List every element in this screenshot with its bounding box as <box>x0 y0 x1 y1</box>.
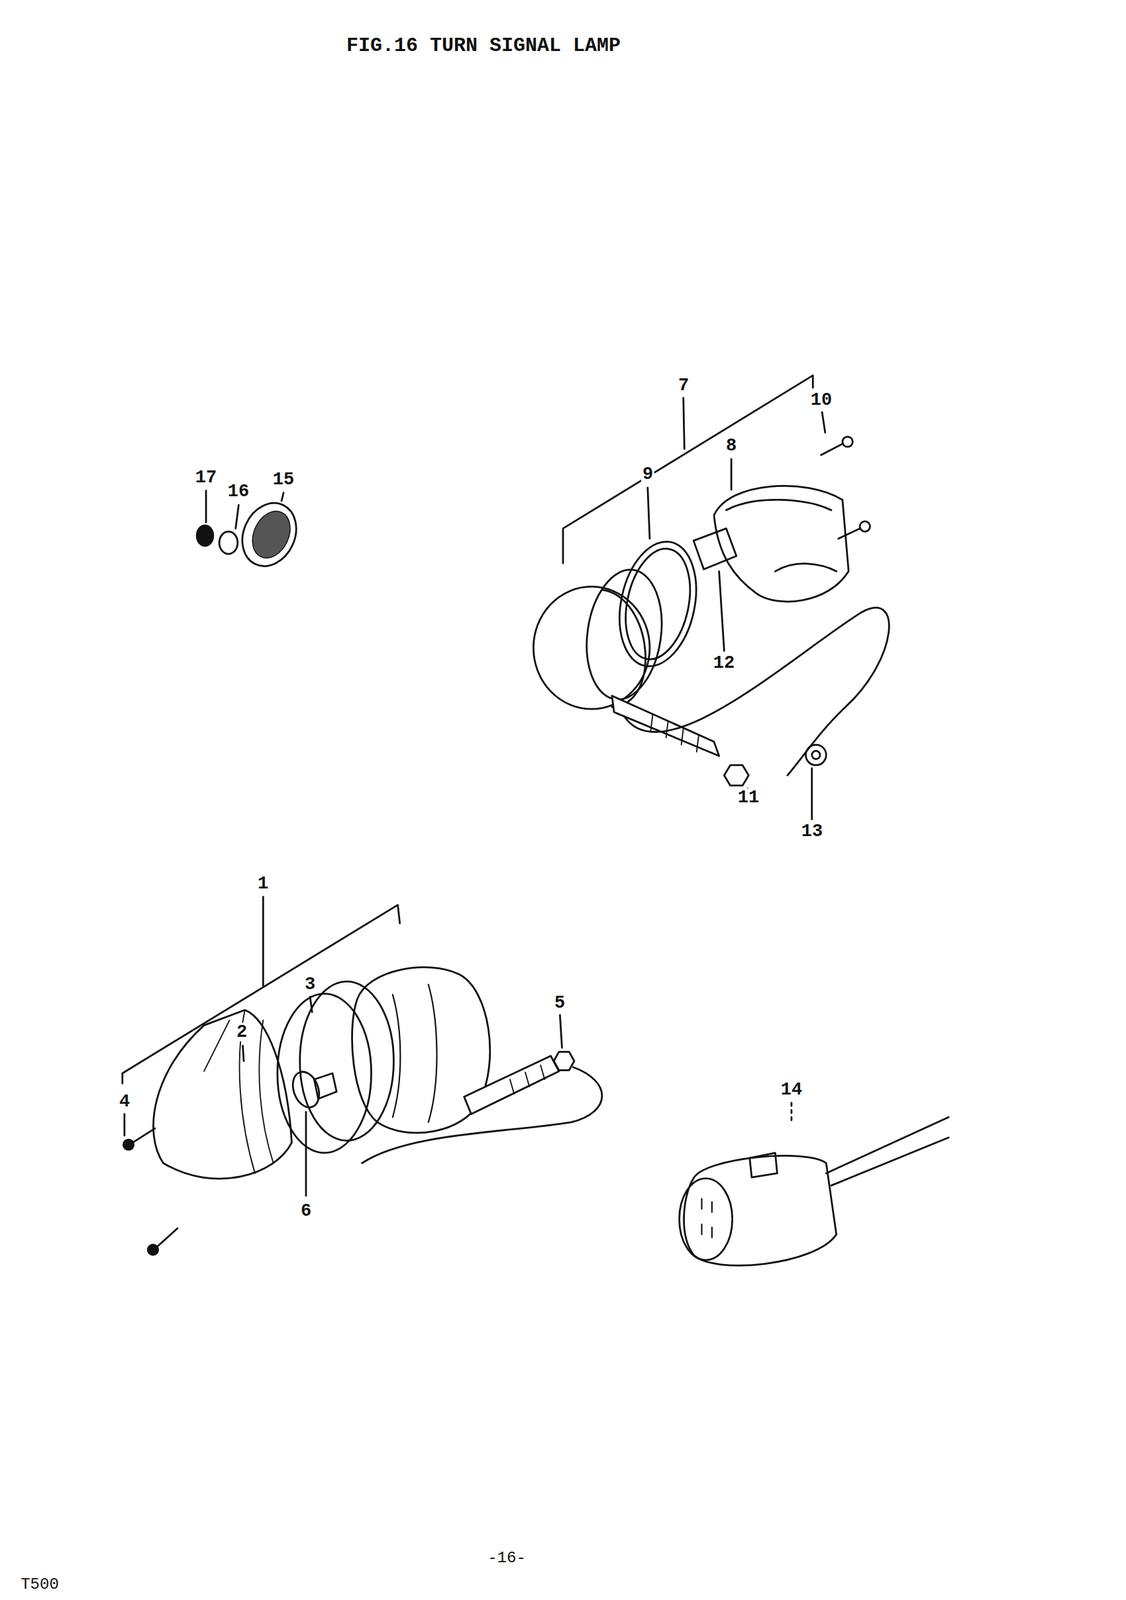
callout-number: 8 <box>724 436 738 456</box>
leader-line <box>262 896 265 986</box>
washer <box>219 531 238 554</box>
callout-number: 16 <box>226 482 251 501</box>
screw <box>821 443 843 456</box>
screw <box>132 1127 155 1143</box>
page-marker: -16- <box>486 1549 528 1566</box>
leader-line <box>123 1114 126 1136</box>
screw-head <box>147 1244 158 1255</box>
callout-number: 1 <box>256 874 270 893</box>
gasket-ring-inner <box>615 542 700 666</box>
housing-ridge <box>725 499 832 511</box>
leader-line <box>647 487 650 539</box>
group-bracket <box>563 375 813 563</box>
mounting-bolt <box>464 1055 560 1115</box>
callout-number: 5 <box>553 993 567 1013</box>
stem <box>693 528 737 570</box>
callout-number: 12 <box>712 653 736 673</box>
leader-line <box>309 996 312 1012</box>
washer-hole <box>812 750 820 759</box>
lamp-wire <box>623 607 889 775</box>
callout-number: 6 <box>299 1201 313 1221</box>
page-marker: T500 <box>19 1575 61 1593</box>
lens <box>153 1010 293 1179</box>
leader-line <box>242 1045 244 1061</box>
leader-line <box>719 570 725 651</box>
lamp-wire <box>362 1067 603 1164</box>
callout-number: 2 <box>235 1022 249 1042</box>
relay-face <box>679 1178 733 1260</box>
callout-number: 13 <box>800 821 824 841</box>
screw <box>156 1228 178 1247</box>
nut <box>553 1051 575 1071</box>
mounting-bolt <box>612 695 720 756</box>
flasher-relay <box>684 1155 837 1266</box>
bulb-base <box>313 1073 337 1099</box>
screw-head <box>842 436 853 447</box>
callout-number: 7 <box>676 376 691 395</box>
group-bracket <box>122 904 401 1083</box>
bolt-thread <box>510 1065 545 1094</box>
screw-head <box>123 1139 134 1150</box>
leader-line <box>235 504 240 528</box>
callout-number: 11 <box>736 788 761 807</box>
screw <box>838 528 860 539</box>
lens-ridge <box>204 1010 274 1174</box>
callout-number: 17 <box>194 468 218 487</box>
callout-number: 14 <box>779 1080 804 1099</box>
leader-line <box>281 492 284 501</box>
leader-line <box>305 1111 308 1195</box>
leader-line <box>810 768 813 820</box>
relay-tab <box>749 1152 778 1178</box>
housing-rib <box>392 984 438 1123</box>
bulb <box>288 1067 324 1111</box>
leader-line <box>821 411 826 433</box>
callout-number: 9 <box>641 464 655 484</box>
leader-line <box>730 459 733 490</box>
nut <box>196 525 214 546</box>
screw-head <box>859 521 870 532</box>
lens-rim <box>277 993 372 1153</box>
leader-line <box>790 1102 793 1123</box>
callout-number: 4 <box>117 1092 132 1111</box>
gasket-ring <box>608 534 707 674</box>
lamp-housing <box>714 485 849 602</box>
figure-title: FIG.16 TURN SIGNAL LAMP <box>345 35 622 57</box>
gasket-ring <box>300 980 395 1140</box>
leader-line <box>205 490 208 523</box>
callout-number: 10 <box>809 390 834 410</box>
housing-ridge <box>774 563 836 572</box>
callout-number: 3 <box>303 974 317 994</box>
nut <box>723 765 749 786</box>
reflector-face <box>245 504 298 564</box>
relay-wire <box>825 1116 949 1185</box>
reflector <box>232 494 307 575</box>
bolt-thread <box>650 714 699 752</box>
relay-pins <box>701 1198 712 1238</box>
leader-line <box>559 1014 562 1048</box>
leader-line <box>683 398 685 450</box>
callout-number: 15 <box>271 470 296 489</box>
